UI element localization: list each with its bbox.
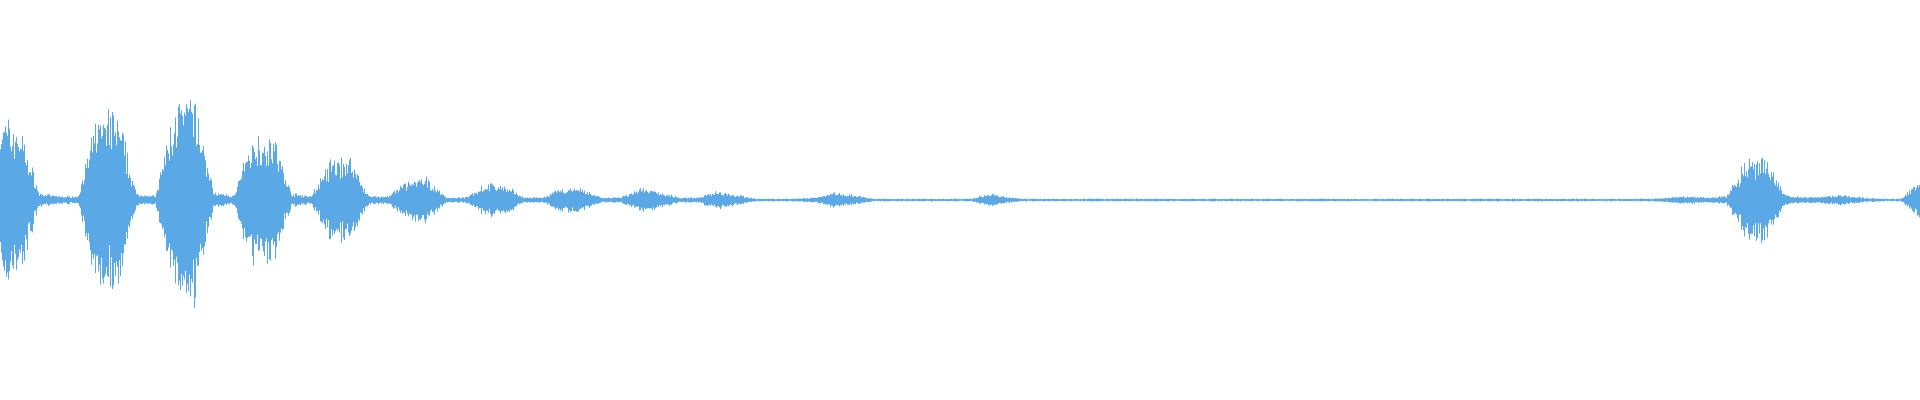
waveform-samples: [0, 100, 1920, 308]
